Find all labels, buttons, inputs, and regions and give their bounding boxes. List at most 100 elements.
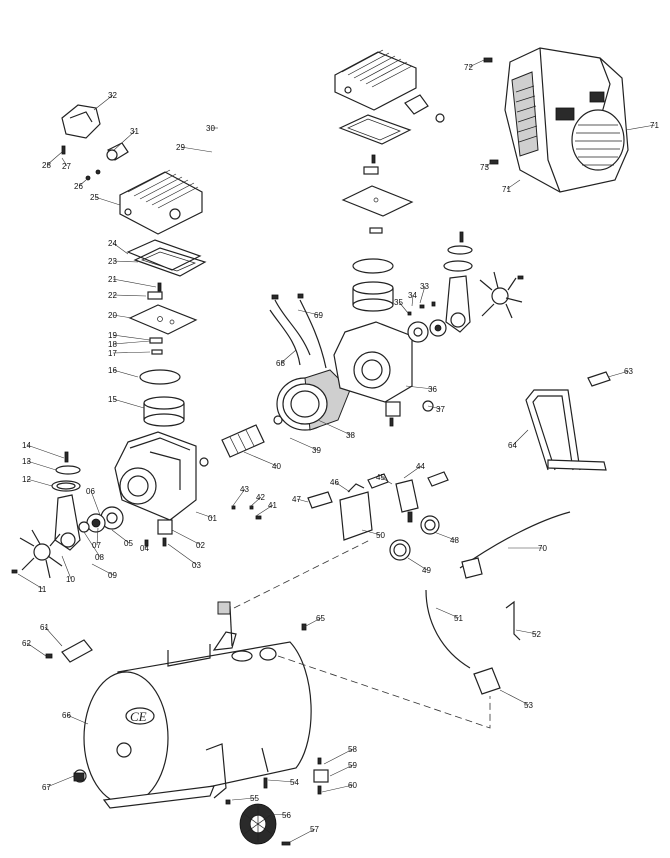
part-label-17: 17 — [108, 349, 117, 358]
part-label-32: 32 — [108, 91, 117, 100]
leader-line-36 — [405, 385, 434, 390]
part-labels: 0102030405060708091011121314151617181920… — [22, 63, 659, 834]
accessories-group — [425, 371, 611, 695]
leader-line-71 — [625, 124, 656, 131]
leader-line-38 — [317, 419, 352, 436]
part-label-65: 65 — [316, 614, 325, 623]
leader-line-58 — [323, 748, 354, 765]
leader-line-12 — [26, 478, 53, 487]
air-tank: CE — [45, 601, 329, 846]
leader-line-63 — [607, 370, 630, 378]
part-label-34: 34 — [408, 291, 417, 300]
leader-line-25 — [94, 196, 121, 206]
part-label-42: 42 — [256, 493, 265, 502]
part-label-24: 24 — [108, 239, 117, 248]
leader-line-47 — [296, 498, 309, 503]
leader-line-10 — [61, 555, 72, 580]
leader-line-41 — [255, 504, 274, 517]
leader-line-73 — [484, 161, 493, 168]
leader-line-52 — [515, 629, 538, 635]
part-label-12: 12 — [22, 475, 31, 484]
leader-line-19 — [112, 334, 151, 341]
leader-line-69 — [297, 309, 320, 316]
part-label-54: 54 — [290, 778, 299, 787]
leader-line-02 — [171, 529, 202, 546]
part-label-29: 29 — [176, 143, 185, 152]
part-label-37: 37 — [436, 405, 445, 414]
leader-line-07 — [96, 527, 99, 546]
part-label-67: 67 — [42, 783, 51, 792]
leader-line-22 — [112, 294, 147, 297]
leader-line-49 — [407, 557, 428, 571]
leader-line-26 — [78, 179, 87, 187]
part-label-28: 28 — [42, 161, 51, 170]
part-label-70: 70 — [538, 544, 547, 553]
part-label-13: 13 — [22, 457, 31, 466]
assembly-line — [277, 655, 491, 729]
part-label-47: 47 — [292, 495, 301, 504]
part-label-41: 41 — [268, 501, 277, 510]
left-crankcase-group — [11, 431, 262, 579]
leader-line-33 — [419, 285, 426, 304]
part-label-33: 33 — [420, 282, 429, 291]
leader-line-68 — [280, 349, 297, 364]
part-label-23: 23 — [108, 257, 117, 266]
part-label-27: 27 — [62, 162, 71, 171]
leader-line-55 — [231, 797, 256, 801]
part-label-62: 62 — [22, 639, 31, 648]
leader-line-39 — [289, 437, 318, 451]
part-label-25: 25 — [90, 193, 99, 202]
part-label-71: 71 — [502, 185, 511, 194]
part-label-64: 64 — [508, 441, 517, 450]
leader-line-09 — [91, 563, 114, 576]
part-label-31: 31 — [130, 127, 139, 136]
part-label-61: 61 — [40, 623, 49, 632]
part-label-07: 07 — [92, 541, 101, 550]
leader-line-16 — [112, 369, 139, 378]
part-label-50: 50 — [376, 531, 385, 540]
leader-line-24 — [112, 242, 129, 255]
leader-line-48 — [433, 531, 456, 541]
leader-line-65 — [303, 617, 322, 628]
assembly-line — [233, 539, 371, 609]
leader-line-23 — [112, 260, 139, 263]
leader-line-28 — [46, 151, 63, 166]
part-label-26: 26 — [74, 182, 83, 191]
part-label-43: 43 — [240, 485, 249, 494]
leader-line-32 — [93, 94, 114, 111]
leader-line-54 — [267, 779, 296, 783]
leader-line-27 — [61, 157, 68, 167]
leader-line-53 — [499, 689, 530, 706]
part-label-72: 72 — [464, 63, 473, 72]
part-label-59: 59 — [348, 761, 357, 770]
leader-line-71 — [506, 179, 521, 190]
part-label-46: 46 — [330, 478, 339, 487]
part-label-73: 73 — [480, 163, 489, 172]
leader-line-04 — [144, 543, 147, 549]
part-label-35: 35 — [394, 298, 403, 307]
leader-line-66 — [66, 714, 89, 725]
leader-line-50 — [361, 529, 382, 536]
leader-line-01 — [195, 511, 214, 519]
leader-line-51 — [435, 607, 460, 619]
part-label-11: 11 — [38, 585, 47, 594]
leader-line-17 — [112, 351, 151, 354]
part-label-60: 60 — [348, 781, 357, 790]
leader-line-57 — [289, 828, 316, 843]
part-label-19: 19 — [108, 331, 117, 340]
leader-line-46 — [334, 481, 351, 493]
leader-line-45 — [380, 476, 393, 485]
part-label-10: 10 — [66, 575, 75, 584]
leader-line-42 — [249, 496, 262, 508]
leader-line-61 — [44, 626, 63, 647]
leader-lines — [17, 59, 656, 843]
leader-line-60 — [321, 784, 354, 793]
tank-ce-mark: CE — [130, 709, 147, 724]
leader-line-18 — [112, 340, 151, 345]
part-label-36: 36 — [428, 385, 437, 394]
part-label-02: 02 — [196, 541, 205, 550]
part-label-18: 18 — [108, 340, 117, 349]
leader-line-62 — [26, 642, 47, 657]
leader-line-44 — [403, 465, 422, 479]
leader-line-43 — [231, 488, 246, 508]
